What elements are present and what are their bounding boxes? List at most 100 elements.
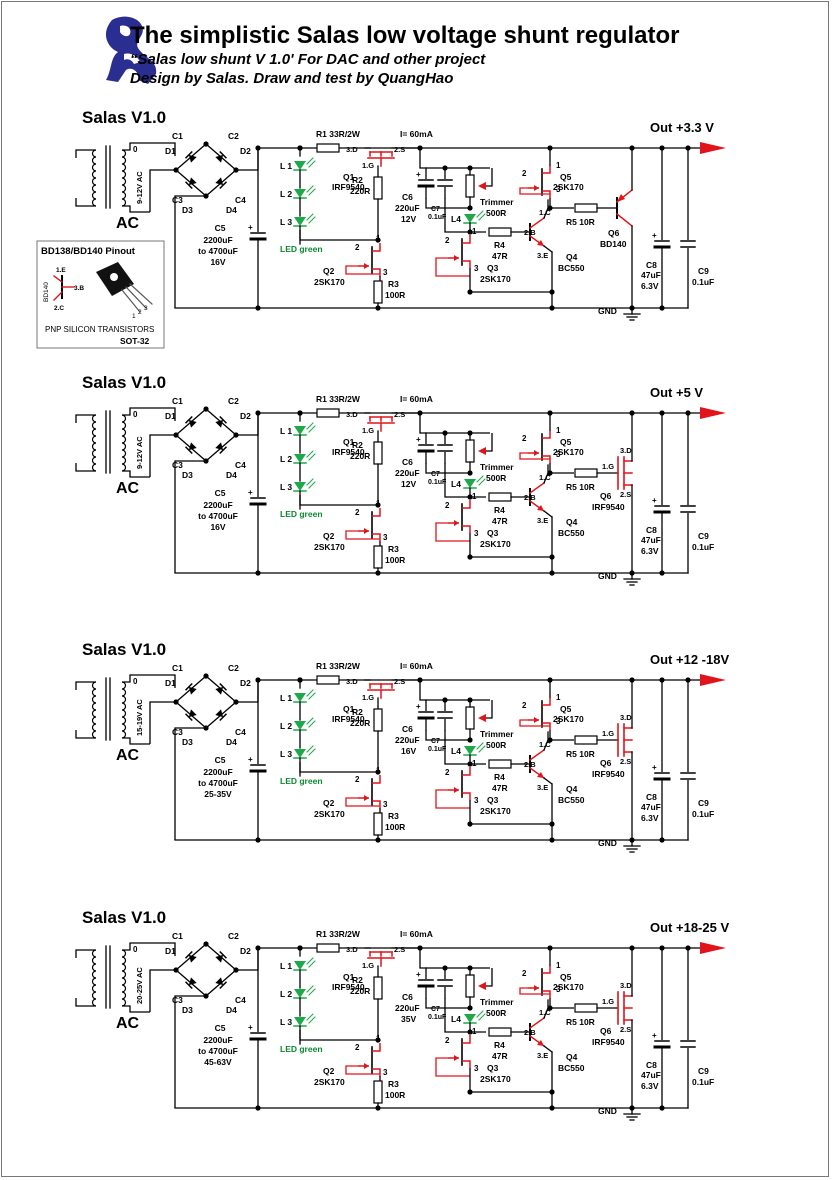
wire: [372, 1043, 381, 1052]
c6-voltage-label: 35V: [401, 1014, 416, 1024]
wire: [308, 748, 316, 756]
label: 3: [474, 264, 479, 273]
c5-voltage-label: 25-35V: [204, 789, 232, 799]
q6-type-label: IRF9540: [592, 769, 625, 779]
transformer-icon: [75, 674, 176, 745]
current-label: I= 60mA: [400, 394, 433, 404]
junction-dot: [659, 945, 665, 951]
ac-label: AC: [116, 747, 140, 764]
label: C1: [172, 931, 183, 941]
wire: [75, 414, 96, 423]
wire: [53, 291, 63, 301]
label: L 3: [280, 482, 292, 492]
junction-dot: [375, 502, 381, 508]
wire: [308, 425, 316, 433]
junction-dot: [549, 1105, 555, 1111]
label: C3: [172, 195, 183, 205]
led-green-label: LED green: [280, 509, 323, 519]
diode-icon: [184, 977, 197, 990]
label: +: [416, 435, 421, 444]
label: 2: [355, 1043, 360, 1052]
label: 1: [376, 499, 381, 508]
label: D1: [165, 946, 176, 956]
label: 100R: [385, 290, 405, 300]
junction-dot: [547, 945, 553, 951]
junction-dot: [255, 677, 261, 683]
label: 3: [383, 800, 388, 809]
label: 0.1uF: [428, 1014, 447, 1021]
junction-dot: [685, 410, 691, 416]
label: 1.G: [602, 997, 614, 1006]
label: C1: [172, 663, 183, 673]
junction-dot: [629, 677, 635, 683]
label: 2: [445, 501, 450, 510]
resistor: [316, 143, 340, 153]
page-subtitle: “Salas low shunt V 1.0' For DAC and othe…: [130, 51, 486, 68]
output-label: Out +18-25 V: [650, 920, 729, 935]
current-label: I= 60mA: [400, 929, 433, 939]
label: 3: [383, 1068, 388, 1077]
wire: [184, 981, 193, 990]
resistor: [316, 943, 340, 953]
label: 1.G: [362, 161, 374, 170]
wire: [435, 789, 470, 809]
section-title: Salas V1.0: [82, 373, 166, 392]
label: R2: [352, 175, 363, 185]
ac-voltage-label: 9-12V AC: [135, 436, 144, 469]
ac-label: AC: [116, 215, 140, 232]
label: Q3: [487, 1063, 499, 1073]
label: 1: [472, 759, 477, 768]
wire: [219, 950, 228, 959]
c5-voltage-label: 45-63V: [204, 1057, 232, 1067]
label: to 4700uF: [198, 1046, 238, 1056]
label: 6.3V: [641, 281, 659, 291]
wire: [425, 998, 446, 1009]
led-green-label: LED green: [280, 776, 323, 786]
wire: [308, 453, 316, 461]
junction-dot: [467, 761, 473, 767]
label: 1.G: [362, 426, 374, 435]
junction-dot: [255, 145, 261, 151]
wire: [306, 689, 314, 697]
wire: [122, 1005, 150, 1013]
wire: [308, 216, 316, 224]
diode-icon: [215, 977, 228, 990]
label: IRF9540: [332, 447, 365, 457]
label: +: [416, 970, 421, 979]
label: 220R: [350, 986, 370, 996]
label: 1.G: [362, 961, 374, 970]
label: 220R: [350, 718, 370, 728]
label: D4: [226, 1005, 237, 1015]
label: Q2: [323, 798, 335, 808]
resistor: [373, 280, 383, 304]
label: D2: [240, 411, 251, 421]
junction-dot: [549, 554, 555, 560]
label: R3: [388, 279, 399, 289]
ac-voltage-label: 9-12V AC: [135, 171, 144, 204]
label: C9: [698, 266, 709, 276]
wire: [175, 143, 237, 197]
led-icon: [294, 454, 306, 463]
label: D4: [226, 205, 237, 215]
junction-dot: [549, 289, 555, 295]
label: 2SK170: [553, 447, 584, 457]
wire: [542, 722, 551, 731]
section-title: Salas V1.0: [82, 640, 166, 659]
junction-dot: [375, 570, 381, 576]
wire: [478, 745, 486, 753]
label: Q2: [323, 266, 335, 276]
label: R5 10R: [566, 749, 595, 759]
label: L4: [451, 746, 461, 756]
junction-dot: [255, 570, 261, 576]
wire: [476, 1010, 484, 1018]
label: 2: [522, 701, 527, 710]
wire: [345, 797, 380, 807]
wire: [372, 533, 381, 542]
label: 2: [355, 243, 360, 252]
junction-dot: [255, 410, 261, 416]
junction-dot: [297, 945, 303, 951]
